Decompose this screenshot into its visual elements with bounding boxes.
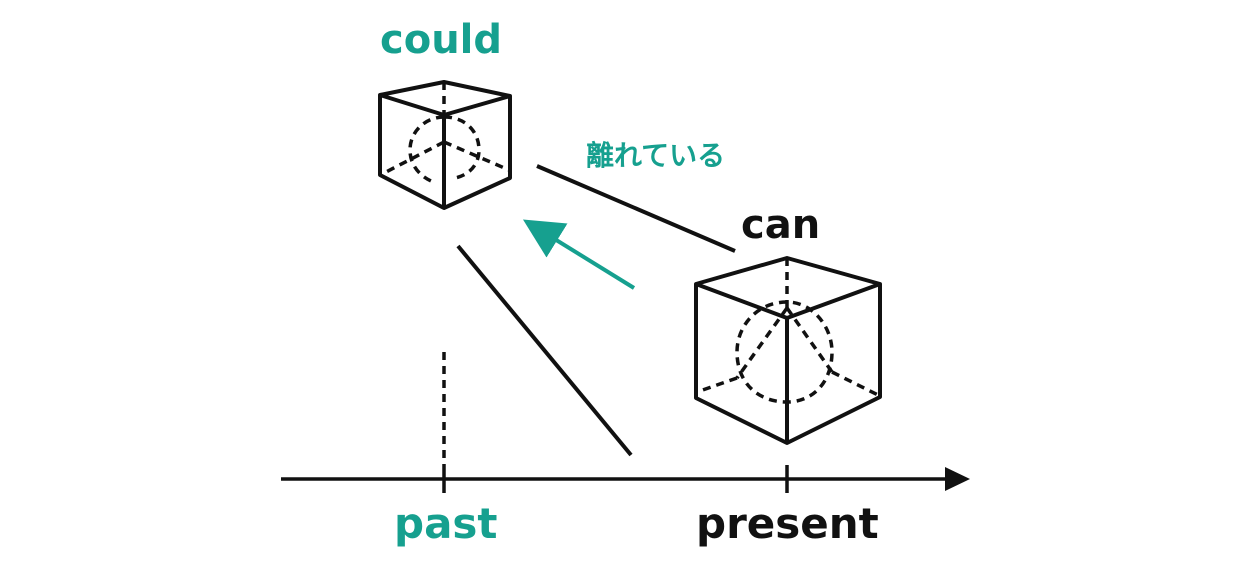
projection-line-past: [456, 244, 633, 457]
past-label: past: [394, 499, 498, 548]
time-axis-arrowhead: [945, 467, 970, 491]
can-label: can: [741, 202, 821, 248]
distance-arrow: [522, 219, 636, 290]
could-label: could: [380, 17, 503, 63]
can-cube-icon: [694, 256, 882, 445]
distance-label: 離れている: [586, 139, 726, 172]
time-axis: [281, 465, 970, 493]
present-label: present: [696, 499, 879, 548]
could-cube-icon: [378, 80, 512, 210]
connector-line: [536, 164, 736, 253]
